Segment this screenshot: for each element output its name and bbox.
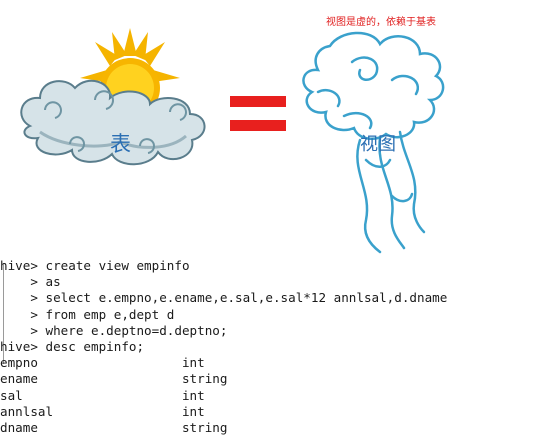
terminal-line: > as bbox=[0, 274, 61, 290]
cloud-view-icon bbox=[302, 31, 445, 254]
terminal-line: > where e.deptno=d.deptno; bbox=[0, 322, 228, 338]
terminal-line: > select e.empno,e.ename,e.sal,e.sal*12 … bbox=[0, 290, 448, 306]
note-text: 视图是虚的，依赖于基表 bbox=[326, 17, 436, 28]
terminal-line: > from emp e,dept d bbox=[0, 306, 175, 322]
terminal-line: hive> create view empinfo bbox=[0, 258, 190, 273]
terminal-line: empno int bbox=[0, 355, 205, 371]
terminal-line: ename string bbox=[0, 371, 228, 387]
terminal-line: hive> desc empinfo; bbox=[0, 338, 145, 354]
equals-icon bbox=[230, 96, 286, 131]
table-label: 表 bbox=[110, 132, 131, 156]
terminal-line: dname string bbox=[0, 419, 228, 435]
view-label: 视图 bbox=[360, 134, 396, 155]
cloud-table-icon bbox=[20, 79, 206, 166]
terminal-margin-line bbox=[3, 263, 4, 364]
terminal-line: annlsal int bbox=[0, 403, 205, 419]
illustration bbox=[20, 28, 445, 254]
terminal-output: hive> create view empinfo > as > select … bbox=[0, 258, 554, 443]
terminal-line: sal int bbox=[0, 387, 205, 403]
